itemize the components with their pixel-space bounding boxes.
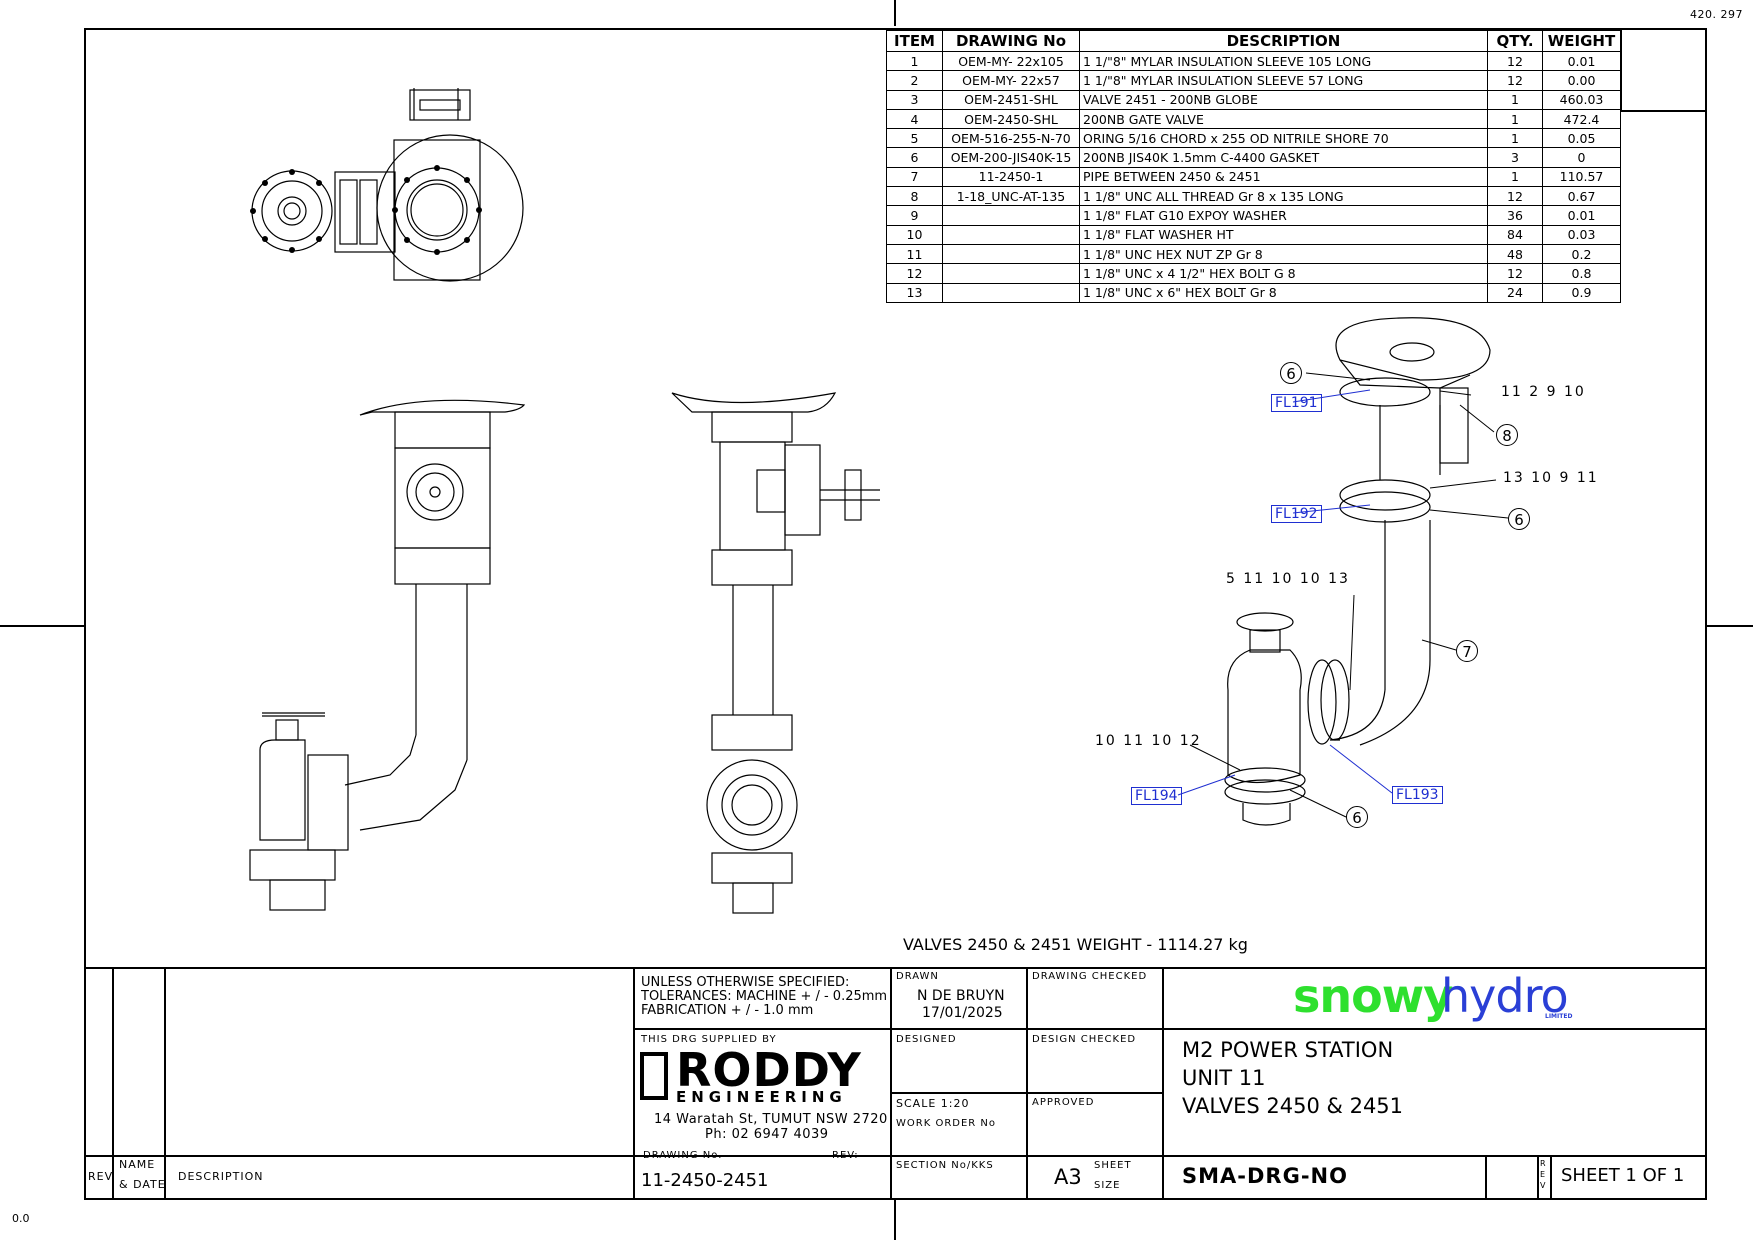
name-date-label-2: & DATE (119, 1178, 166, 1191)
top-view (250, 88, 524, 282)
sheet-size-value: A3 (1054, 1165, 1082, 1189)
drawn-by-name: N DE BRUYN (917, 988, 1005, 1004)
revision-label: REV: (832, 1150, 859, 1161)
roddy-logo-text: RODDY (676, 1043, 862, 1097)
balloon-group-13-10-9-11: 13 10 9 11 (1503, 470, 1599, 486)
bom-weight-cell: 472.4 (1542, 108, 1621, 130)
roddy-logo-mark (640, 1052, 668, 1100)
top-center-tick (894, 0, 896, 26)
logo-limited-text: LIMITED (1545, 1013, 1573, 1020)
bom-header-drawing: DRAWING No (942, 30, 1080, 52)
sheet-label: SHEET (1094, 1160, 1132, 1171)
bom-drawing-cell: 11-2450-1 (942, 166, 1080, 188)
project-title-line-3: VALVES 2450 & 2451 (1182, 1094, 1404, 1118)
balloon-item-6-top: 6 (1280, 362, 1302, 384)
tolerance-line-1: UNLESS OTHERWISE SPECIFIED: (641, 975, 850, 990)
sheet-count: SHEET 1 OF 1 (1561, 1165, 1685, 1186)
bom-weight-cell: 0.67 (1542, 186, 1621, 207)
balloon-group-11-2-9-10: 11 2 9 10 (1501, 384, 1586, 400)
bom-description-cell: 1 1/8" UNC x 6" HEX BOLT Gr 8 (1079, 282, 1488, 303)
bom-item-cell: 13 (886, 282, 943, 303)
balloon-item-7: 7 (1456, 640, 1478, 662)
supplied-by-label: THIS DRG SUPPLIED BY (641, 1034, 777, 1045)
scale-label: SCALE 1:20 (896, 1097, 970, 1110)
bom-description-cell: 1 1/8" FLAT WASHER HT (1079, 224, 1488, 245)
work-order-label: WORK ORDER No (896, 1118, 997, 1129)
balloon-6-text: 6 (1280, 362, 1302, 384)
tolerance-line-3: FABRICATION + / - 1.0 mm (641, 1003, 814, 1018)
bom-description-cell: ORING 5/16 CHORD x 255 OD NITRILE SHORE … (1079, 128, 1488, 149)
bom-weight-cell: 0.9 (1542, 282, 1621, 303)
hydro-logo-text: hydro (1441, 969, 1569, 1023)
approved-label: APPROVED (1032, 1097, 1095, 1108)
design-checked-label: DESIGN CHECKED (1032, 1034, 1137, 1045)
roddy-logo-subtitle: ENGINEERING (676, 1088, 847, 1106)
designed-label: DESIGNED (896, 1034, 957, 1045)
name-date-label-1: NAME (119, 1158, 156, 1171)
document-number: SMA-DRG-NO (1182, 1164, 1348, 1188)
bom-header-description: DESCRIPTION (1079, 30, 1488, 52)
revision-box (1620, 28, 1707, 112)
flange-label-fl193: FL193 (1392, 786, 1443, 804)
bom-header-row: ITEM DRAWING No DESCRIPTION QTY. WEIGHT (886, 30, 1621, 52)
bom-weight-cell: 0.05 (1542, 128, 1621, 149)
left-middle-tick (0, 625, 84, 627)
bom-description-cell: 1 1/8" UNC HEX NUT ZP Gr 8 (1079, 243, 1488, 265)
right-middle-tick (1707, 625, 1753, 627)
drawing-number: 11-2450-2451 (641, 1170, 769, 1191)
side-view (671, 392, 880, 914)
project-title-line-2: UNIT 11 (1182, 1066, 1266, 1090)
bottom-center-tick (894, 1200, 896, 1240)
project-title-line-1: M2 POWER STATION (1182, 1038, 1394, 1062)
front-view (249, 399, 526, 911)
drawn-label: DRAWN (896, 971, 939, 982)
bom-drawing-cell: OEM-2450-SHL (942, 108, 1080, 130)
bom-drawing-cell: OEM-MY- 22x105 (942, 50, 1080, 72)
supplier-phone: Ph: 02 6947 4039 (705, 1127, 829, 1142)
drawing-number-label: DRAWING No. (643, 1150, 723, 1161)
tolerance-line-2: TOLERANCES: MACHINE + / - 0.25mm (641, 989, 888, 1004)
bom-description-cell: 200NB JIS40K 1.5mm C-4400 GASKET (1079, 147, 1488, 168)
snowy-logo-text: snowy (1293, 969, 1453, 1023)
drawing-checked-label: DRAWING CHECKED (1032, 971, 1148, 982)
bom-description-cell: PIPE BETWEEN 2450 & 2451 (1079, 166, 1488, 188)
section-kks-label: SECTION No/KKS (896, 1160, 994, 1171)
balloon-item-6-bottom: 6 (1346, 806, 1368, 828)
flange-label-fl191: FL191 (1271, 394, 1322, 412)
flange-label-fl192: FL192 (1271, 505, 1322, 523)
balloon-item-6-mid: 6 (1508, 508, 1530, 530)
balloon-item-8: 8 (1496, 424, 1518, 446)
flange-label-fl194: FL194 (1131, 787, 1182, 805)
size-label: SIZE (1094, 1180, 1121, 1191)
bom-description-cell: 1 1/"8" MYLAR INSULATION SLEEVE 57 LONG (1079, 70, 1488, 91)
rev-column-label: REV (88, 1170, 114, 1183)
bill-of-materials: ITEM DRAWING No DESCRIPTION QTY. WEIGHT … (886, 30, 1621, 303)
isometric-view (1224, 317, 1491, 826)
rev-vertical-label: REV (1540, 1159, 1546, 1190)
bom-description-cell: 1 1/8" UNC ALL THREAD Gr 8 x 135 LONG (1079, 186, 1488, 207)
supplier-address: 14 Waratah St, TUMUT NSW 2720 (654, 1112, 888, 1127)
drawn-date: 17/01/2025 (922, 1005, 1003, 1021)
corner-scale-label: 420. 297 (1690, 8, 1743, 21)
balloon-group-5-11-10-10-13: 5 11 10 10 13 (1226, 571, 1350, 587)
bom-weight-cell: 0.8 (1542, 263, 1621, 284)
balloon-group-10-11-10-12: 10 11 10 12 (1095, 733, 1202, 749)
bom-header-item: ITEM (886, 30, 943, 52)
drawing-border (84, 28, 1707, 1200)
total-weight-note: VALVES 2450 & 2451 WEIGHT - 1114.27 kg (903, 935, 1248, 954)
description-column-label: DESCRIPTION (178, 1170, 264, 1183)
bom-qty-cell: 12 (1487, 263, 1543, 284)
corner-origin-label: 0.0 (12, 1212, 30, 1225)
